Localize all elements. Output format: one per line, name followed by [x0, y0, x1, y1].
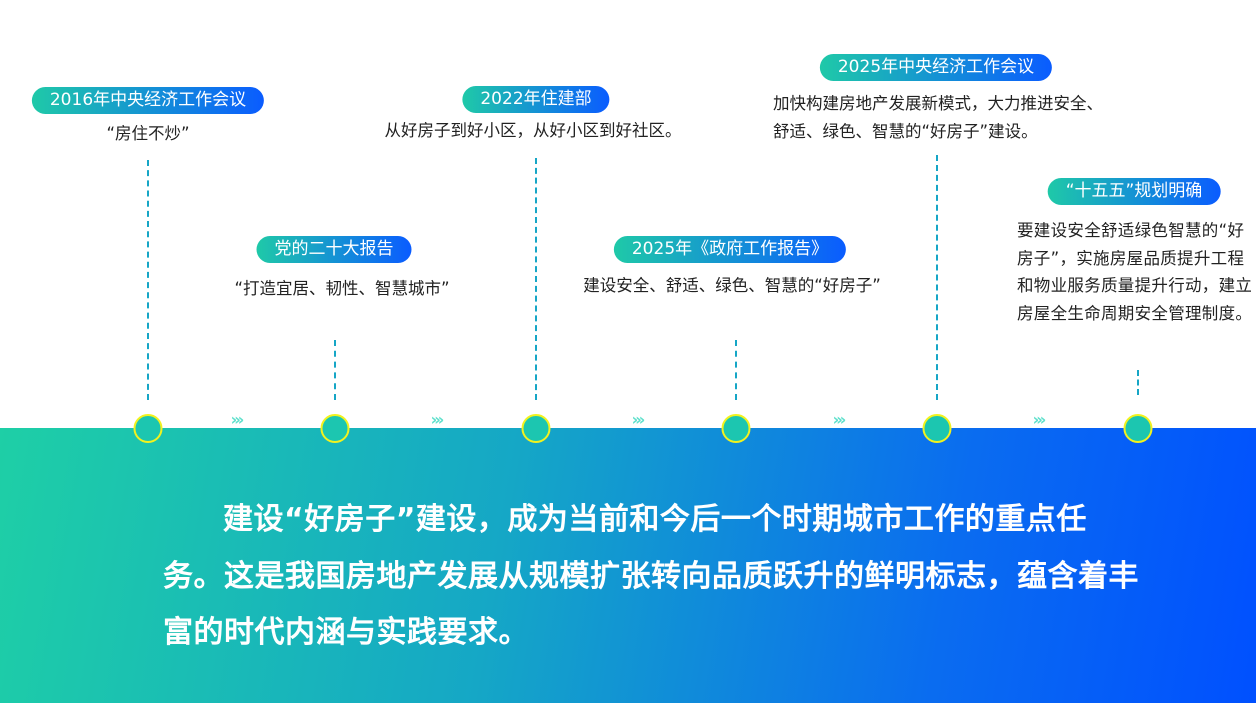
text-20th-congress: “打造宜居、韧性、智慧城市”: [234, 279, 450, 298]
text-2016: “房住不炒”: [106, 124, 190, 143]
summary-paragraph: 建设“好房子”建设，成为当前和今后一个时期城市工作的重点任务。这是我国房地产发展…: [163, 502, 1139, 650]
timeline-node: [721, 414, 751, 443]
pill-2025-gov: 2025年《政府工作报告》: [613, 236, 847, 263]
timeline-node: [1123, 414, 1153, 443]
pill-2016: 2016年中央经济工作会议: [31, 87, 265, 114]
dash-line: [936, 155, 938, 400]
chevron-right-icon: ›››: [631, 410, 646, 429]
timeline-node: [320, 414, 350, 443]
bottom-band: [0, 428, 1256, 703]
dash-line: [535, 158, 537, 400]
pill-2022: 2022年住建部: [462, 86, 610, 113]
pill-15th-plan: “十五五”规划明确: [1047, 178, 1221, 205]
timeline-node: [922, 414, 952, 443]
timeline-node: [133, 414, 163, 443]
pill-2025-central: 2025年中央经济工作会议: [819, 54, 1053, 81]
chevron-right-icon: ›››: [430, 410, 445, 429]
text-2025-central: 加快构建房地产发展新模式，大力推进安全、 舒适、绿色、智慧的“好房子”建设。: [773, 90, 1103, 146]
text-line: 加快构建房地产发展新模式，大力推进安全、: [773, 94, 1103, 113]
text-2022: 从好房子到好小区，从好小区到好社区。: [384, 121, 682, 140]
text-2025-gov: 建设安全、舒适、绿色、智慧的“好房子”: [583, 276, 881, 295]
text-15th-plan: 要建设安全舒适绿色智慧的“好房子”，实施房屋品质提升工程和物业服务质量提升行动，…: [1017, 221, 1253, 323]
dash-line: [1137, 370, 1139, 395]
chevron-right-icon: ›››: [1032, 410, 1047, 429]
text-line: 舒适、绿色、智慧的“好房子”建设。: [773, 122, 1038, 141]
dash-line: [735, 340, 737, 400]
dash-line: [334, 340, 336, 400]
chevron-right-icon: ›››: [832, 410, 847, 429]
timeline-node: [521, 414, 551, 443]
chevron-right-icon: ›››: [230, 410, 245, 429]
dash-line: [147, 160, 149, 400]
pill-20th-congress: 党的二十大报告: [256, 236, 412, 263]
